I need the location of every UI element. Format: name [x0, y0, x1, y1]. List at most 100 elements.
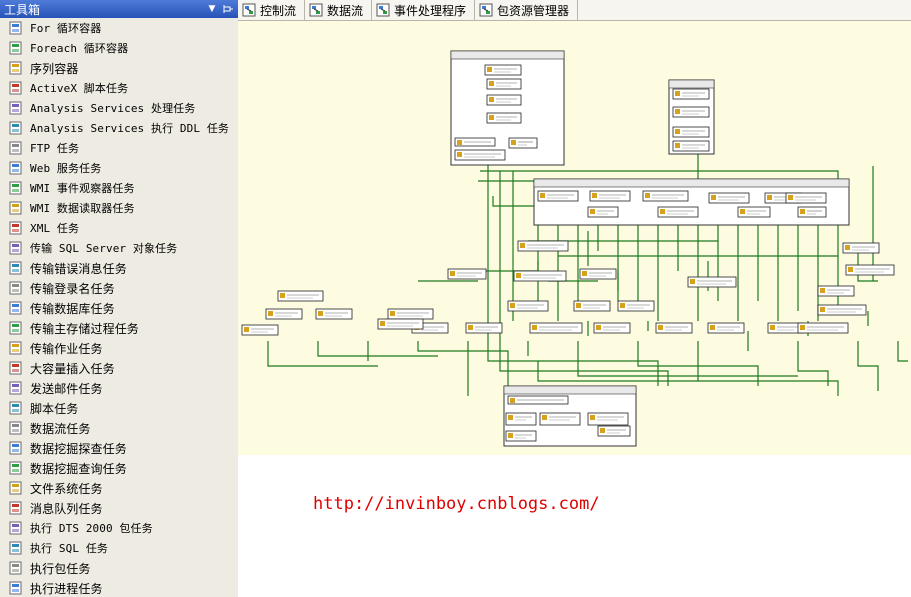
- task-icon[interactable]: [576, 303, 581, 308]
- task-box[interactable]: [597, 425, 631, 437]
- task-icon[interactable]: [457, 140, 462, 145]
- task-icon[interactable]: [770, 325, 775, 330]
- toolbox-item[interactable]: 脚本任务: [0, 398, 238, 418]
- toolbox-item[interactable]: 传输错误消息任务: [0, 258, 238, 278]
- task-box[interactable]: [454, 149, 506, 161]
- task-icon[interactable]: [711, 195, 716, 200]
- task-box[interactable]: [505, 412, 537, 426]
- task-icon[interactable]: [675, 129, 680, 134]
- task-icon[interactable]: [508, 415, 513, 420]
- pin-icon[interactable]: [222, 3, 234, 15]
- task-icon[interactable]: [596, 325, 601, 330]
- task-box[interactable]: [797, 206, 827, 218]
- toolbox-item[interactable]: 数据挖掘查询任务: [0, 458, 238, 478]
- toolbox-item[interactable]: 序列容器: [0, 58, 238, 78]
- container-header[interactable]: [533, 178, 850, 188]
- task-box[interactable]: [642, 190, 689, 202]
- task-icon[interactable]: [510, 303, 515, 308]
- task-icon[interactable]: [800, 325, 805, 330]
- task-icon[interactable]: [820, 288, 825, 293]
- toolbox-item[interactable]: 传输主存储过程任务: [0, 318, 238, 338]
- toolbox-item[interactable]: 传输作业任务: [0, 338, 238, 358]
- toolbox-item[interactable]: 执行 DTS 2000 包任务: [0, 518, 238, 538]
- toolbox-item[interactable]: 执行进程任务: [0, 578, 238, 597]
- task-box[interactable]: [707, 322, 745, 334]
- task-box[interactable]: [486, 94, 522, 106]
- task-box[interactable]: [579, 268, 617, 280]
- task-box[interactable]: [529, 322, 583, 334]
- task-icon[interactable]: [645, 193, 650, 198]
- task-box[interactable]: [842, 242, 880, 254]
- task-box[interactable]: [589, 190, 631, 202]
- task-icon[interactable]: [600, 428, 605, 433]
- task-icon[interactable]: [380, 321, 385, 326]
- task-box[interactable]: [465, 322, 503, 334]
- task-box[interactable]: [505, 430, 537, 442]
- container-header[interactable]: [668, 79, 715, 89]
- task-icon[interactable]: [675, 91, 680, 96]
- task-icon[interactable]: [740, 209, 745, 214]
- task-icon[interactable]: [489, 97, 494, 102]
- task-icon[interactable]: [268, 311, 273, 316]
- task-box[interactable]: [672, 88, 710, 100]
- task-icon[interactable]: [390, 311, 395, 316]
- toolbox-item[interactable]: Web 服务任务: [0, 158, 238, 178]
- task-icon[interactable]: [280, 293, 285, 298]
- task-box[interactable]: [539, 412, 581, 426]
- task-icon[interactable]: [767, 195, 772, 200]
- task-icon[interactable]: [489, 81, 494, 86]
- task-box[interactable]: [486, 112, 522, 124]
- dropdown-arrow-icon[interactable]: ▼: [208, 4, 216, 14]
- task-icon[interactable]: [620, 303, 625, 308]
- toolbox-item[interactable]: Analysis Services 执行 DDL 任务: [0, 118, 238, 138]
- task-box[interactable]: [508, 137, 538, 149]
- task-box[interactable]: [377, 318, 424, 330]
- task-icon[interactable]: [540, 193, 545, 198]
- toolbox-item[interactable]: For 循环容器: [0, 18, 238, 38]
- task-icon[interactable]: [592, 193, 597, 198]
- tab-control-flow[interactable]: 控制流: [238, 0, 306, 20]
- toolbox-item[interactable]: WMI 事件观察器任务: [0, 178, 238, 198]
- task-box[interactable]: [587, 412, 629, 426]
- task-box[interactable]: [513, 270, 567, 282]
- task-box[interactable]: [672, 140, 710, 152]
- task-box[interactable]: [486, 78, 522, 90]
- task-icon[interactable]: [468, 325, 473, 330]
- task-icon[interactable]: [788, 195, 793, 200]
- task-icon[interactable]: [318, 311, 323, 316]
- task-box[interactable]: [687, 276, 737, 288]
- task-icon[interactable]: [675, 143, 680, 148]
- toolbox-item[interactable]: WMI 数据读取器任务: [0, 198, 238, 218]
- task-box[interactable]: [617, 300, 655, 312]
- task-icon[interactable]: [820, 307, 825, 312]
- task-box[interactable]: [265, 308, 303, 320]
- task-box[interactable]: [797, 322, 849, 334]
- toolbox-item[interactable]: 执行 SQL 任务: [0, 538, 238, 558]
- task-box[interactable]: [817, 285, 855, 297]
- task-box[interactable]: [447, 268, 487, 280]
- control-flow-canvas[interactable]: [238, 21, 911, 455]
- toolbox-item[interactable]: XML 任务: [0, 218, 238, 238]
- tab-data-flow-tab[interactable]: 数据流: [305, 0, 373, 20]
- task-box[interactable]: [655, 322, 693, 334]
- task-box[interactable]: [517, 240, 569, 252]
- task-box[interactable]: [573, 300, 611, 312]
- tab-event-handler[interactable]: 事件处理程序: [372, 0, 476, 20]
- task-icon[interactable]: [800, 209, 805, 214]
- task-icon[interactable]: [675, 109, 680, 114]
- toolbox-item[interactable]: 文件系统任务: [0, 478, 238, 498]
- task-icon[interactable]: [450, 271, 455, 276]
- task-box[interactable]: [484, 64, 522, 76]
- task-icon[interactable]: [244, 327, 249, 332]
- task-box[interactable]: [672, 126, 710, 138]
- task-box[interactable]: [672, 106, 710, 118]
- toolbox-item[interactable]: ActiveX 脚本任务: [0, 78, 238, 98]
- task-box[interactable]: [817, 304, 867, 316]
- task-icon[interactable]: [508, 433, 513, 438]
- task-icon[interactable]: [710, 325, 715, 330]
- task-box[interactable]: [507, 300, 549, 312]
- toolbox-item[interactable]: 传输 SQL Server 对象任务: [0, 238, 238, 258]
- task-icon[interactable]: [520, 243, 525, 248]
- toolbox-item[interactable]: 传输数据库任务: [0, 298, 238, 318]
- task-icon[interactable]: [542, 415, 547, 420]
